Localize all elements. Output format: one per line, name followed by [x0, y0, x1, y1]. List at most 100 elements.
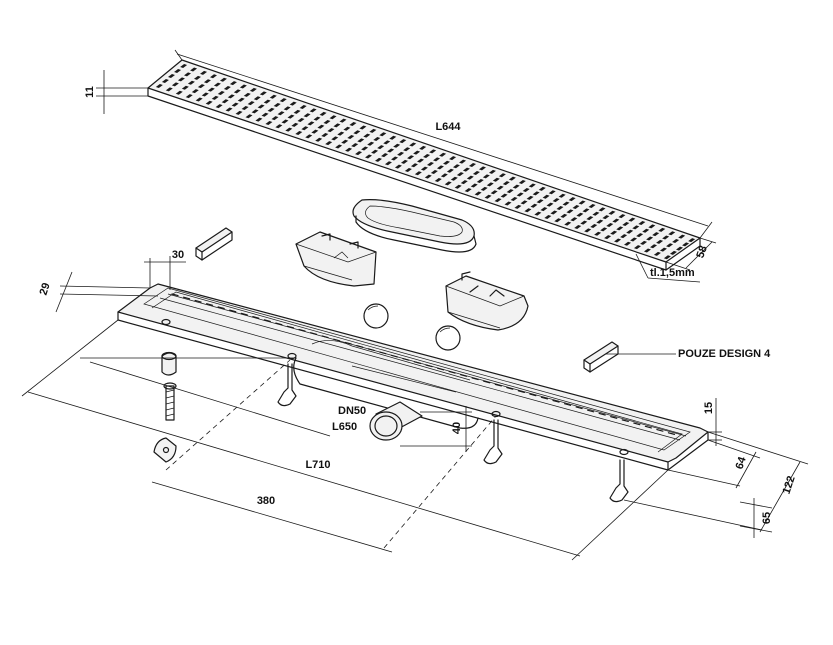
grate-slot [586, 216, 594, 221]
channel-foot-3 [609, 459, 629, 503]
channel-slot [367, 348, 375, 352]
grate-slot [512, 184, 520, 189]
grate-slot [365, 154, 373, 159]
channel-slot [413, 361, 422, 364]
grate-slot [466, 175, 474, 180]
channel-slot [252, 315, 260, 319]
channel-slot [356, 345, 364, 348]
grate-slot [283, 106, 291, 111]
grate-slot [313, 116, 321, 121]
grate-slot [215, 104, 223, 109]
grate-slot [245, 114, 253, 119]
grate-slot [452, 164, 460, 169]
channel-foot-2 [483, 419, 503, 465]
grate-slot [195, 97, 203, 102]
channel-slot [517, 390, 525, 394]
grate-slot [476, 178, 484, 183]
channel-slot [390, 354, 398, 358]
grate-slot [225, 107, 233, 112]
dim-flange-height-label: 15 [703, 402, 715, 414]
grate-slot [469, 162, 477, 167]
grate-slot [582, 208, 590, 213]
grate-slot [456, 172, 464, 177]
grate-slot [193, 75, 201, 80]
grate-slot [281, 119, 289, 124]
grate-slot [397, 151, 405, 156]
grate-slot [394, 164, 402, 169]
grate-slot [646, 236, 654, 241]
grate-slot [239, 84, 247, 89]
grate-slot [289, 101, 297, 106]
grate-slot [180, 64, 188, 69]
dim-channel-length: L710 [21, 319, 669, 561]
grate-slot [205, 100, 213, 105]
grate-slot [426, 162, 434, 167]
grate-slot [500, 193, 508, 198]
grate-slot [636, 233, 644, 238]
grate-slot [379, 132, 387, 137]
channel-slot [587, 409, 595, 413]
grate-slot [307, 121, 315, 126]
channel-slot [598, 412, 606, 416]
channel-foot-1 [277, 363, 297, 407]
grate-slot [331, 136, 339, 141]
siphon-part-left [295, 231, 377, 287]
grate-slot [462, 167, 470, 172]
channel-slot [633, 422, 641, 426]
grate-slot [522, 187, 530, 192]
grate-slot [663, 255, 671, 260]
dim-foot-height-label: 65 [761, 512, 773, 524]
grate-slot [393, 143, 401, 148]
channel-slot [667, 432, 676, 435]
grate-slot [576, 212, 584, 217]
grate-slot [643, 248, 651, 253]
grate-slot [530, 203, 538, 208]
grate-slot [494, 198, 502, 203]
grate-slot [165, 87, 173, 92]
grate-slot [217, 90, 225, 95]
grate-slot [682, 242, 690, 247]
grate-slot [436, 165, 444, 170]
grate-slot [516, 192, 524, 197]
grate-slot [353, 130, 361, 135]
grate-slot [287, 114, 295, 119]
grate-slot [443, 160, 451, 165]
grate-slot [325, 141, 333, 146]
dim-flange-offset: 29 [38, 271, 159, 313]
grate-slot [407, 155, 415, 160]
grate-slot [430, 170, 438, 175]
grate-slot [658, 227, 666, 232]
grate-slot [400, 159, 408, 164]
grate-slot [454, 184, 462, 189]
grate-slot [524, 208, 532, 213]
grate-slot [184, 72, 192, 77]
grate-slot [616, 226, 624, 231]
grate-slot [221, 99, 229, 104]
grate-slot [271, 116, 279, 121]
channel-slot [298, 328, 306, 332]
grate-slot [662, 235, 670, 240]
grate-slot [514, 204, 522, 209]
grate-slot [231, 102, 239, 107]
grate-slot [538, 186, 546, 191]
channel-slot [263, 319, 271, 323]
grate-slot [417, 158, 425, 163]
grate-slot [191, 89, 199, 94]
grate-slot [203, 79, 211, 84]
grate-slot [588, 203, 596, 208]
channel-slot [206, 303, 214, 306]
channel-slot [563, 403, 572, 406]
grate-slot [167, 74, 175, 79]
grate-slot [351, 143, 359, 148]
grate-slot [650, 244, 658, 249]
grate-slot [197, 84, 205, 89]
grate-slot [371, 149, 379, 154]
grate-slot [361, 146, 369, 151]
grate-slot [490, 190, 498, 195]
grate-slot [653, 251, 661, 256]
grate-slot [229, 81, 237, 86]
grate-slot [355, 151, 363, 156]
dim-grate-width-label: 58 [694, 244, 709, 260]
grate-slot [606, 222, 614, 227]
note-design: POUZE DESIGN 4 [678, 348, 771, 360]
